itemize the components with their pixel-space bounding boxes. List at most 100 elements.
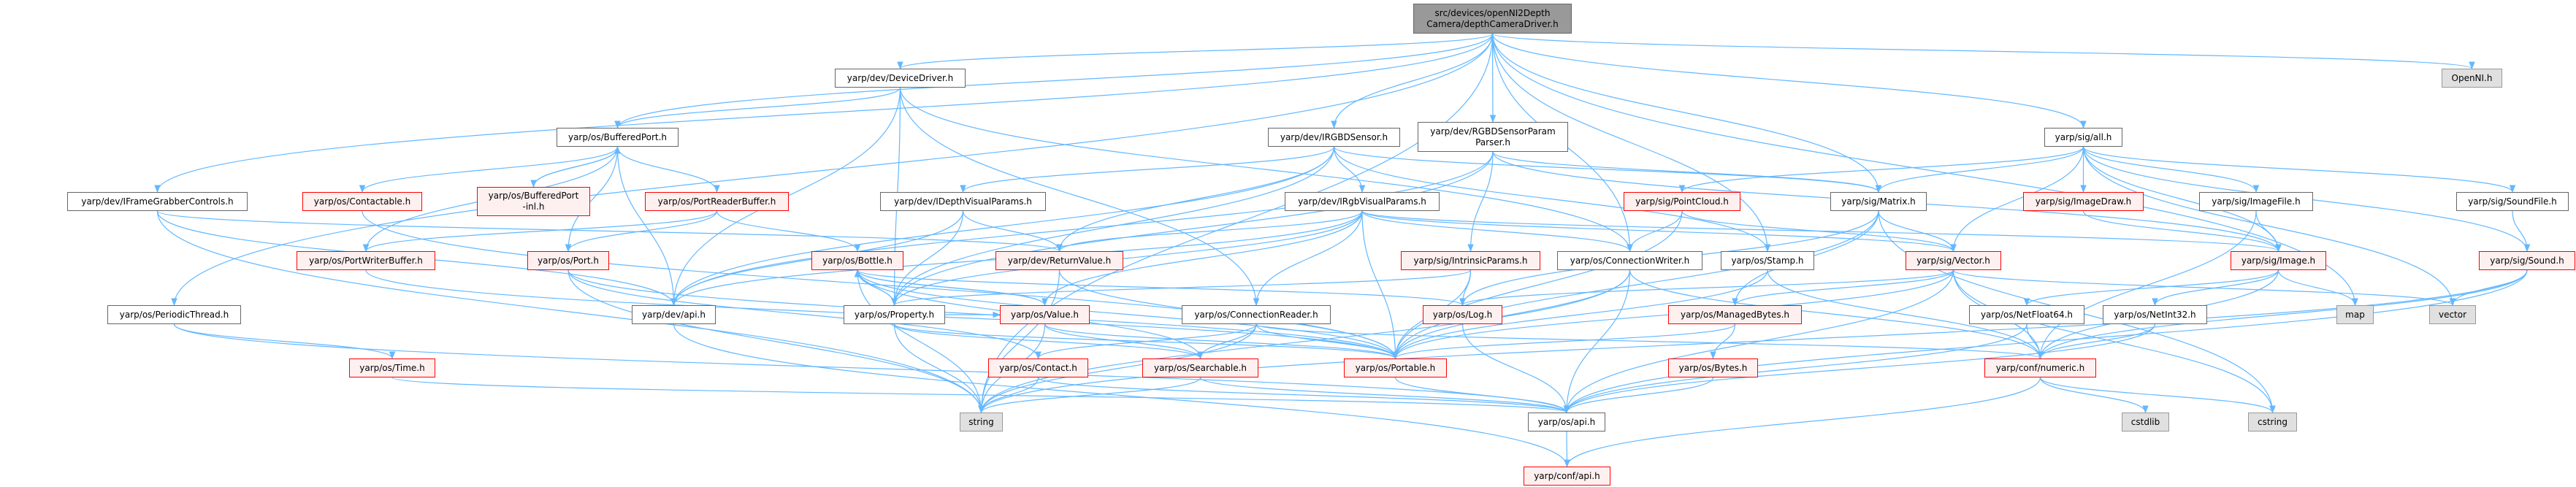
edge-managedbytes-to-bytes (1710, 323, 1736, 360)
node-label: OpenNI.h (2451, 72, 2493, 83)
edge-root-to-bufferedport (614, 33, 1494, 129)
edge-returnvalue-to-string (978, 269, 1060, 414)
node-bpinl[interactable]: yarp/os/BufferedPort-inl.h (477, 187, 590, 216)
edge-image-to-netfloat (2023, 269, 2279, 307)
edge-property-to-searchable (893, 323, 1204, 360)
node-contact[interactable]: yarp/os/Contact.h (988, 358, 1088, 377)
edge-root-to-periodic (171, 33, 1494, 307)
edge-pointcloud-to-sigvector (1681, 210, 1957, 253)
edge-numeric-to-cstdlib (2039, 377, 2149, 414)
edge-image-to-netint (2152, 269, 2279, 307)
node-map[interactable]: map (2336, 305, 2374, 324)
node-periodic[interactable]: yarp/os/PeriodicThread.h (107, 305, 241, 324)
node-connwriter[interactable]: yarp/os/ConnectionWriter.h (1557, 251, 1702, 270)
node-cstdlib[interactable]: cstdlib (2122, 413, 2169, 432)
node-portreaderbuffer[interactable]: yarp/os/PortReaderBuffer.h (645, 192, 789, 211)
node-label: yarp/os/PortReaderBuffer.h (657, 196, 776, 207)
edge-irgbdsensor-to-stamp (1333, 146, 1771, 253)
node-vector[interactable]: vector (2429, 305, 2476, 324)
node-netint[interactable]: yarp/os/NetInt32.h (2103, 305, 2207, 324)
edge-root-to-devicedriver (897, 33, 1494, 70)
edge-bufferedport-to-contactable (359, 146, 619, 193)
node-pointcloud[interactable]: yarp/sig/PointCloud.h (1624, 192, 1740, 211)
node-contactable[interactable]: yarp/os/Contactable.h (302, 192, 422, 211)
node-matrix[interactable]: yarp/sig/Matrix.h (1830, 192, 1927, 211)
node-label: yarp/os/ConnectionReader.h (1194, 309, 1318, 320)
node-intrinsic[interactable]: yarp/sig/IntrinsicParams.h (1401, 251, 1540, 270)
node-label: yarp/sig/SoundFile.h (2468, 196, 2557, 207)
node-idepthvisual[interactable]: yarp/dev/IDepthVisualParams.h (880, 192, 1046, 211)
node-label: yarp/dev/RGBDSensorParam (1430, 126, 1556, 137)
edge-sigall-to-matrix (1875, 146, 2084, 193)
edge-sigvector-to-vector (1952, 269, 2456, 307)
node-time[interactable]: yarp/os/Time.h (349, 358, 435, 377)
edge-numeric-to-confapi (1564, 377, 2041, 468)
node-label: yarp/sig/all.h (2055, 131, 2112, 142)
node-stamp[interactable]: yarp/os/Stamp.h (1721, 251, 1814, 270)
node-label: yarp/os/Time.h (359, 362, 425, 373)
edge-paramparser-to-property (891, 151, 1494, 307)
node-label: cstdlib (2130, 416, 2160, 427)
node-string[interactable]: string (960, 413, 1003, 432)
edge-paramparser-to-devapi (670, 151, 1494, 307)
node-label: yarp/os/PeriodicThread.h (119, 309, 229, 320)
node-devapi[interactable]: yarp/dev/api.h (632, 305, 716, 324)
node-returnvalue[interactable]: yarp/dev/ReturnValue.h (995, 251, 1123, 270)
node-portable[interactable]: yarp/os/Portable.h (1344, 358, 1447, 377)
node-osapi[interactable]: yarp/os/api.h (1528, 413, 1605, 432)
node-label: Parser.h (1475, 137, 1510, 147)
edge-devicedriver-to-connreader (899, 87, 1260, 307)
node-bufferedport[interactable]: yarp/os/BufferedPort.h (557, 128, 679, 147)
edge-bufferedport-to-devapi (616, 146, 677, 307)
edge-connwriter-to-osapi (1563, 269, 1631, 414)
edge-property-to-string (893, 323, 985, 414)
node-port[interactable]: yarp/os/Port.h (527, 251, 609, 270)
edge-time-to-osapi (391, 377, 1570, 414)
edge-irgbdsensor-to-matrix (1333, 146, 1882, 193)
edge-netint-to-osapi (1563, 323, 2156, 414)
node-bytes[interactable]: yarp/os/Bytes.h (1668, 358, 1758, 377)
node-property[interactable]: yarp/os/Property.h (844, 305, 945, 324)
edge-value-to-portable (1044, 323, 1399, 360)
node-irgbvisual[interactable]: yarp/dev/IRgbVisualParams.h (1285, 192, 1440, 211)
edge-imagefile-to-image (2255, 210, 2282, 253)
node-irgbdsensor[interactable]: yarp/dev/IRGBDSensor.h (1268, 128, 1400, 147)
node-label: yarp/os/PortWriterBuffer.h (309, 255, 423, 266)
edge-root-to-sigall (1491, 33, 2087, 129)
node-imagefile[interactable]: yarp/sig/ImageFile.h (2199, 192, 2313, 211)
node-confapi[interactable]: yarp/conf/api.h (1524, 467, 1610, 486)
node-sigall[interactable]: yarp/sig/all.h (2044, 128, 2122, 147)
node-sigvector[interactable]: yarp/sig/Vector.h (1906, 251, 2001, 270)
node-log[interactable]: yarp/os/Log.h (1423, 305, 1502, 324)
node-cstring[interactable]: cstring (2248, 413, 2297, 432)
node-label: yarp/os/ManagedBytes.h (1680, 309, 1790, 320)
node-bottle[interactable]: yarp/os/Bottle.h (811, 251, 903, 270)
node-iframegrabber[interactable]: yarp/dev/IFrameGrabberControls.h (67, 192, 248, 211)
node-numeric[interactable]: yarp/conf/numeric.h (1984, 358, 2096, 377)
node-sound[interactable]: yarp/sig/Sound.h (2479, 251, 2575, 270)
node-image[interactable]: yarp/sig/Image.h (2231, 251, 2326, 270)
node-connreader[interactable]: yarp/os/ConnectionReader.h (1182, 305, 1331, 324)
node-value[interactable]: yarp/os/Value.h (1000, 305, 1090, 324)
node-soundfile[interactable]: yarp/sig/SoundFile.h (2456, 192, 2569, 211)
node-devicedriver[interactable]: yarp/dev/DeviceDriver.h (835, 69, 966, 88)
node-label: yarp/conf/api.h (1534, 470, 1600, 481)
node-portwriterbuffer[interactable]: yarp/os/PortWriterBuffer.h (297, 251, 435, 270)
edge-sound-to-osapi (1563, 269, 2528, 414)
node-openni[interactable]: OpenNI.h (2442, 69, 2502, 88)
edge-contactable-to-portable (362, 210, 1399, 360)
node-managedbytes[interactable]: yarp/os/ManagedBytes.h (1668, 305, 1802, 324)
node-netfloat[interactable]: yarp/os/NetFloat64.h (1969, 305, 2084, 324)
edge-netfloat-to-osapi (1563, 323, 2027, 414)
edge-sigall-to-soundfile (2082, 146, 2516, 193)
node-label: yarp/dev/IRgbVisualParams.h (1298, 196, 1426, 207)
node-label: Camera/depthCameraDriver.h (1426, 18, 1559, 29)
edge-irgbvisual-to-property (891, 210, 1363, 307)
edge-connreader-to-numeric (1255, 323, 2044, 360)
edge-bottle-to-log (857, 269, 1466, 307)
node-searchable[interactable]: yarp/os/Searchable.h (1142, 358, 1258, 377)
node-imagedraw[interactable]: yarp/sig/ImageDraw.h (2023, 192, 2144, 211)
